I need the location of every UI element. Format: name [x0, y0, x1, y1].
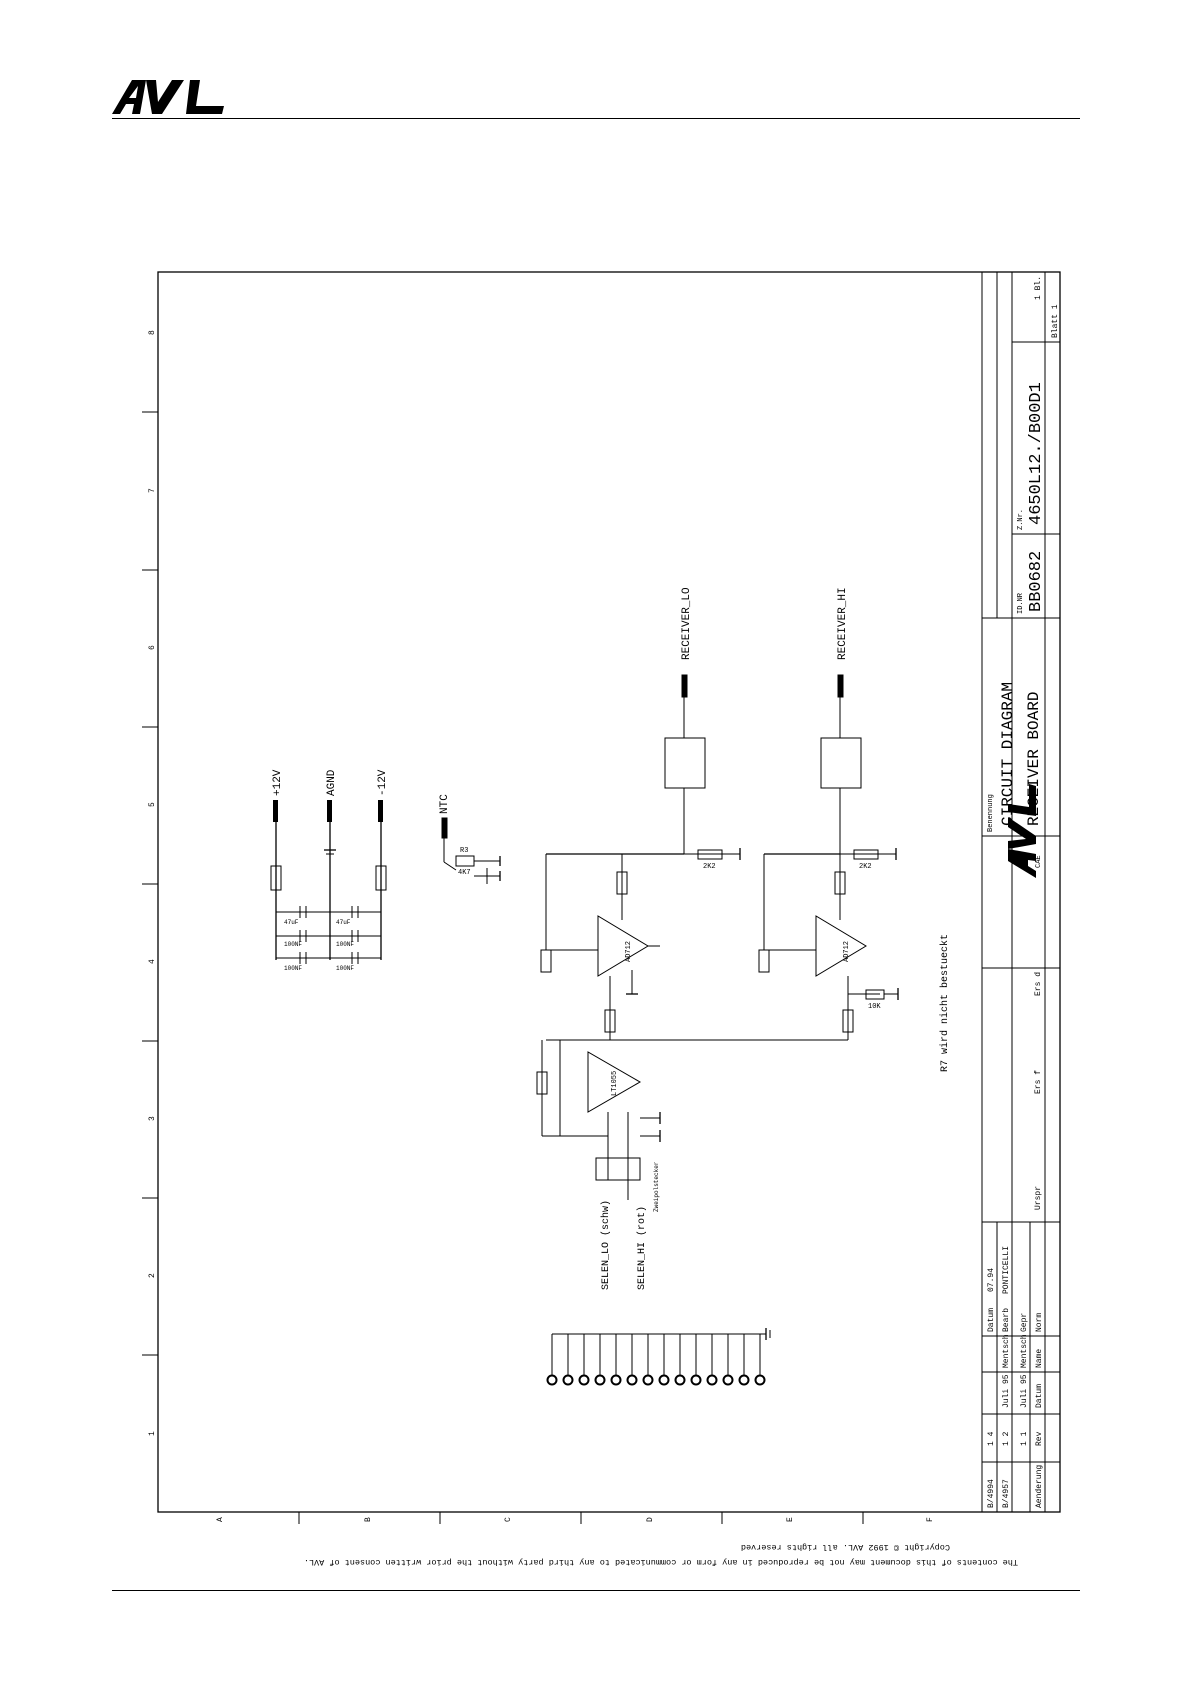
blatt-count: 1 Bl. — [1034, 276, 1043, 300]
row-a: A — [216, 1517, 225, 1522]
selen-hi-label: SELEN_HI (rot) — [636, 1206, 648, 1290]
title-block — [981, 272, 1060, 1512]
opamp-selector-label: LT1055 — [611, 1071, 619, 1096]
power-section — [270, 820, 387, 964]
receiver-hi-wiring — [758, 674, 899, 1040]
col-6: 6 — [148, 645, 157, 650]
cap-c1-value: 100NF — [284, 941, 302, 948]
ers-d: Ers d — [1034, 972, 1043, 996]
aenderung-label: Aenderung — [1035, 1465, 1044, 1508]
copyright-line2: The contents of this document may not be… — [304, 1557, 1018, 1567]
cap-c9-value: 100NF — [336, 965, 354, 972]
column-numbers: 8 7 6 5 4 3 2 1 — [148, 330, 157, 1436]
rev-row1-rev: 1 4 — [987, 1431, 996, 1446]
col-7: 7 — [148, 488, 157, 493]
r5-value: 2K2 — [859, 863, 872, 871]
receiver-hi-label: RECEIVER_HI — [837, 587, 849, 660]
footer-rule — [112, 1590, 1080, 1591]
sheet-frame — [157, 271, 1061, 1513]
rev-row3-name: Mentsch — [1020, 1334, 1029, 1368]
znr-value: 4650L12./B00D1 — [1027, 382, 1046, 525]
col-3: 3 — [148, 1116, 157, 1121]
bearb-label: Bearb — [1002, 1308, 1011, 1332]
r7-value: 10K — [868, 1003, 881, 1011]
name-label: Name — [1035, 1349, 1044, 1368]
col-1: 1 — [148, 1431, 157, 1436]
capacitor-labels: 47uF 47uF 100NF 100NF 100NF 100NF — [284, 919, 354, 972]
title-block-logo — [1008, 784, 1036, 878]
header-rule — [112, 118, 1080, 119]
r10-value: 2K2 — [703, 863, 716, 871]
r3-label: R3 — [460, 847, 468, 855]
row-c: C — [504, 1517, 513, 1522]
blatt-label: Blatt 1 — [1051, 304, 1060, 338]
cap-c8-value: 100NF — [284, 965, 302, 972]
opamp-hi-label: AD712 — [843, 941, 851, 962]
test-point-rail — [551, 1328, 771, 1375]
selen-lo-label: SELEN_LO (schw) — [600, 1200, 612, 1290]
row-f: F — [926, 1517, 935, 1522]
column-ticks — [142, 411, 158, 1356]
ntc-section — [441, 817, 501, 884]
rev-label: Rev — [1035, 1431, 1044, 1446]
row-letters: A B C D E F — [216, 1517, 935, 1522]
rev-row2-doc: B/4957 — [1002, 1479, 1011, 1508]
label-plus12v: +12V — [272, 769, 284, 796]
rev-row2-rev: 1 2 — [1002, 1431, 1011, 1446]
row-e: E — [786, 1517, 795, 1522]
rev-row2-date: Juli 95 — [1002, 1374, 1011, 1408]
ntc-label: NTC — [439, 794, 451, 814]
zero-connector-label: Zweipolstecker — [653, 1161, 660, 1212]
copyright-line1: Copyright © 1992 AVL. all rights reserve… — [741, 1542, 950, 1552]
col-5: 5 — [148, 802, 157, 807]
gepr-label: Gepr — [1020, 1313, 1029, 1332]
bearb-value: PONTICELLI — [1002, 1246, 1011, 1294]
cap-c2-value: 100NF — [336, 941, 354, 948]
label-agnd: AGND — [326, 769, 338, 796]
receiver-lo-label: RECEIVER_LO — [681, 587, 693, 660]
datum-col-label: Datum — [1035, 1384, 1044, 1408]
title-block-text: Blatt 1 1 Bl. Z.Nr. 4650L12./B00D1 ID.NR… — [987, 276, 1060, 1508]
row-d: D — [646, 1517, 655, 1522]
cap-c4-value: 47uF — [336, 919, 351, 926]
id-label: ID.NR — [1017, 592, 1025, 614]
znr-label: Z.Nr. — [1017, 509, 1025, 530]
norm-label: Norm — [1035, 1313, 1044, 1332]
datum-label: Datum — [987, 1308, 996, 1332]
id-value: BB0682 — [1027, 551, 1046, 612]
row-ticks — [298, 1512, 864, 1524]
test-point-pads — [546, 1374, 766, 1386]
datum-value: 07.94 — [987, 1268, 996, 1292]
title-line1: CIRCUIT DIAGRAM — [999, 682, 1017, 826]
benennung-label: Benennung — [987, 794, 995, 832]
receiver-lo-wiring — [540, 674, 741, 1040]
cap-c5-value: 47uF — [284, 919, 299, 926]
cae-label: CAE — [1035, 855, 1043, 868]
rev-row1-doc: B/4994 — [987, 1479, 996, 1508]
urspr: Urspr — [1034, 1186, 1043, 1210]
col-8: 8 — [148, 330, 157, 335]
power-connectors — [273, 800, 383, 822]
label-minus12v: -12V — [377, 769, 389, 796]
rev-row2-name: Mentsch — [1002, 1334, 1011, 1368]
power-labels: +12V AGND -12V — [272, 769, 389, 796]
avl-logo — [112, 80, 224, 114]
r3-value: 4K7 — [458, 869, 471, 877]
rev-row3-rev: 1 1 — [1020, 1431, 1029, 1446]
row-b: B — [364, 1517, 373, 1522]
col-4: 4 — [148, 959, 157, 964]
ers-f: Ers f — [1034, 1070, 1043, 1094]
opamp-lo-label: AD712 — [625, 941, 633, 962]
rev-row3-date: Juli 95 — [1020, 1374, 1029, 1408]
col-2: 2 — [148, 1273, 157, 1278]
selector-wiring — [536, 1039, 848, 1200]
note-r7: R7 wird nicht bestueckt — [939, 934, 951, 1072]
